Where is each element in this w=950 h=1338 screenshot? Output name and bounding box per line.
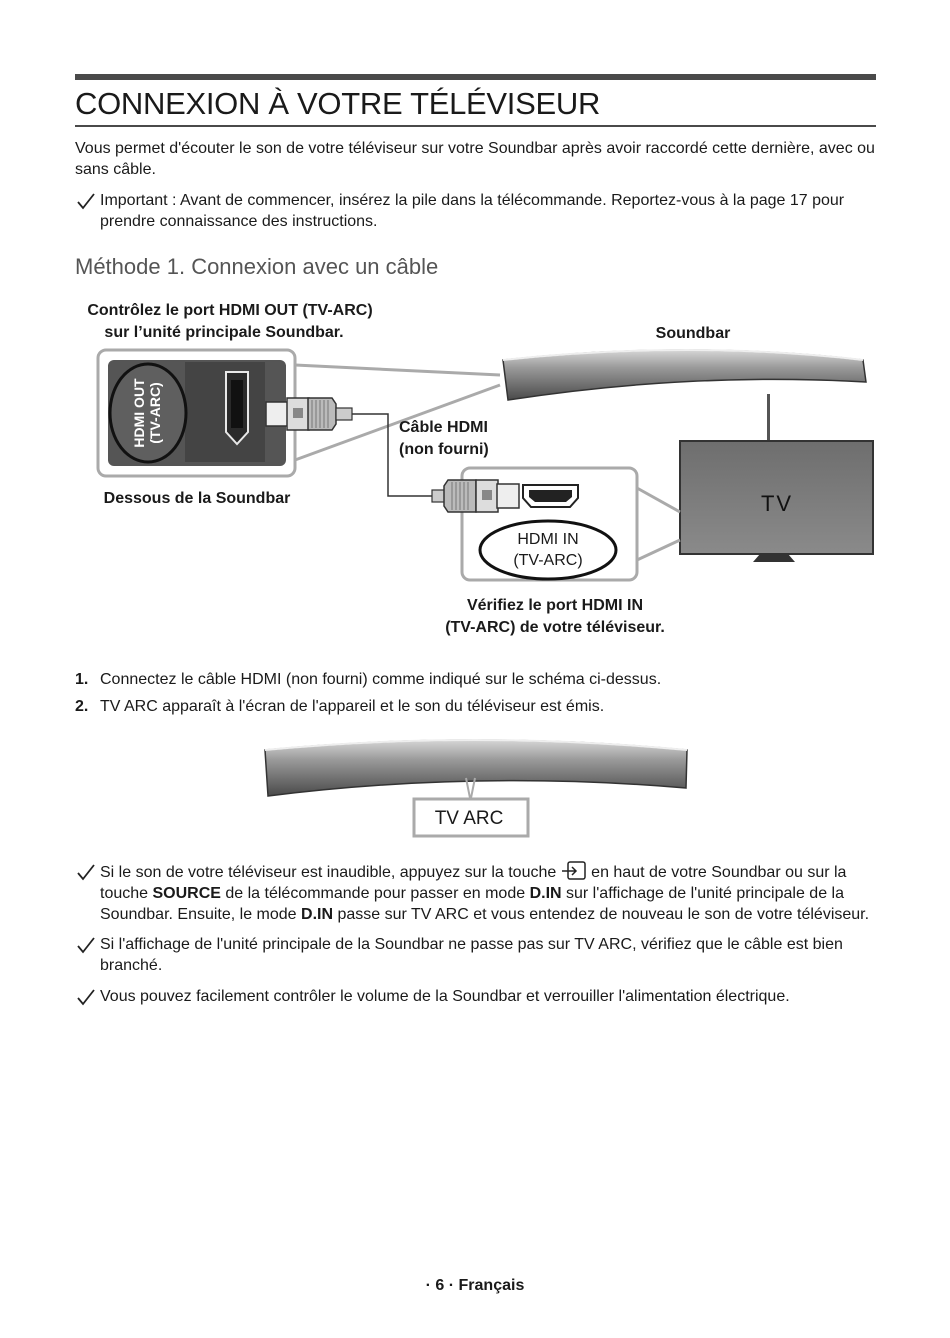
check-in-caption-1: Vérifiez le port HDMI IN xyxy=(467,597,643,614)
check-out-caption-2: sur l’unité principale Soundbar. xyxy=(104,324,343,341)
soundbar-label: Soundbar xyxy=(656,325,731,342)
tv-label: TV xyxy=(761,491,793,516)
check-icon xyxy=(77,989,95,1006)
hdmi-out-label-1: HDMI OUT xyxy=(131,378,147,448)
check-in-caption-2: (TV-ARC) de votre téléviseur. xyxy=(445,619,665,636)
check-out-caption-1: Contrôlez le port HDMI OUT (TV-ARC) xyxy=(87,302,372,319)
soundbar-display-illustration: TV ARC xyxy=(255,735,695,845)
important-note: Important : Avant de commencer, insérez … xyxy=(75,190,875,232)
step-number: 2. xyxy=(75,698,89,715)
tip-note-3-text: Vous pouvez facilement contrôler le volu… xyxy=(100,988,790,1005)
hdmi-out-oval xyxy=(108,362,188,464)
tip-note-3: Vous pouvez facilement contrôler le volu… xyxy=(75,986,875,1007)
tip-note-2-text: Si l'affichage de l'unité principale de … xyxy=(100,936,843,974)
check-icon xyxy=(77,937,95,954)
hdmi-plug-left-tip xyxy=(265,401,289,427)
step-number: 1. xyxy=(75,671,89,688)
check-icon xyxy=(77,193,95,210)
page-footer: · 6 · Français xyxy=(425,1277,525,1294)
soundbar-tv-link xyxy=(767,394,770,442)
tip-note-2: Si l'affichage de l'unité principale de … xyxy=(75,934,875,976)
zoom-callout-lines xyxy=(294,363,501,462)
source-button-icon xyxy=(561,861,586,880)
method-title: Méthode 1. Connexion avec un câble xyxy=(75,254,439,279)
underside-caption: Dessous de la Soundbar xyxy=(104,490,291,507)
step-item: 2. TV ARC apparaît à l'écran de l'appare… xyxy=(75,696,875,717)
display-pointer xyxy=(465,777,476,799)
steps-list: 1. Connectez le câble HDMI (non fourni) … xyxy=(75,669,875,723)
tip-note-1: Si le son de votre téléviseur est inaudi… xyxy=(75,861,875,925)
cable-label-2: (non fourni) xyxy=(399,441,489,458)
hdmi-plug-right-tip xyxy=(496,483,520,509)
check-icon xyxy=(77,864,95,881)
hdmi-out-label-2: (TV-ARC) xyxy=(147,382,163,443)
cable-label-1: Câble HDMI xyxy=(399,419,488,436)
soundbar-image xyxy=(502,349,867,401)
hdmi-cable xyxy=(352,413,432,497)
intro-paragraph: Vous permet d'écouter le son de votre té… xyxy=(75,140,875,178)
step-item: 1. Connectez le câble HDMI (non fourni) … xyxy=(75,669,875,690)
hdmi-plug-left-body xyxy=(307,397,337,431)
important-note-text: Important : Avant de commencer, insérez … xyxy=(100,192,845,230)
page-title: CONNEXION À VOTRE TÉLÉVISEUR xyxy=(75,86,601,121)
step-text: Connectez le câble HDMI (non fourni) com… xyxy=(100,671,662,688)
soundbar-front-image xyxy=(264,739,688,797)
top-rule xyxy=(75,74,876,80)
hdmi-in-label-2: (TV-ARC) xyxy=(513,552,582,569)
hdmi-in-label-1: HDMI IN xyxy=(517,531,578,548)
title-rule xyxy=(75,125,876,127)
step-text: TV ARC apparaît à l'écran de l'appareil … xyxy=(100,698,605,715)
display-box xyxy=(412,797,530,838)
tv-callout-lines xyxy=(636,486,681,562)
connection-diagram: Contrôlez le port HDMI OUT (TV-ARC) sur … xyxy=(75,290,885,650)
hdmi-in-oval xyxy=(478,519,618,581)
tv-stand xyxy=(753,554,795,562)
display-label: TV ARC xyxy=(435,808,504,829)
